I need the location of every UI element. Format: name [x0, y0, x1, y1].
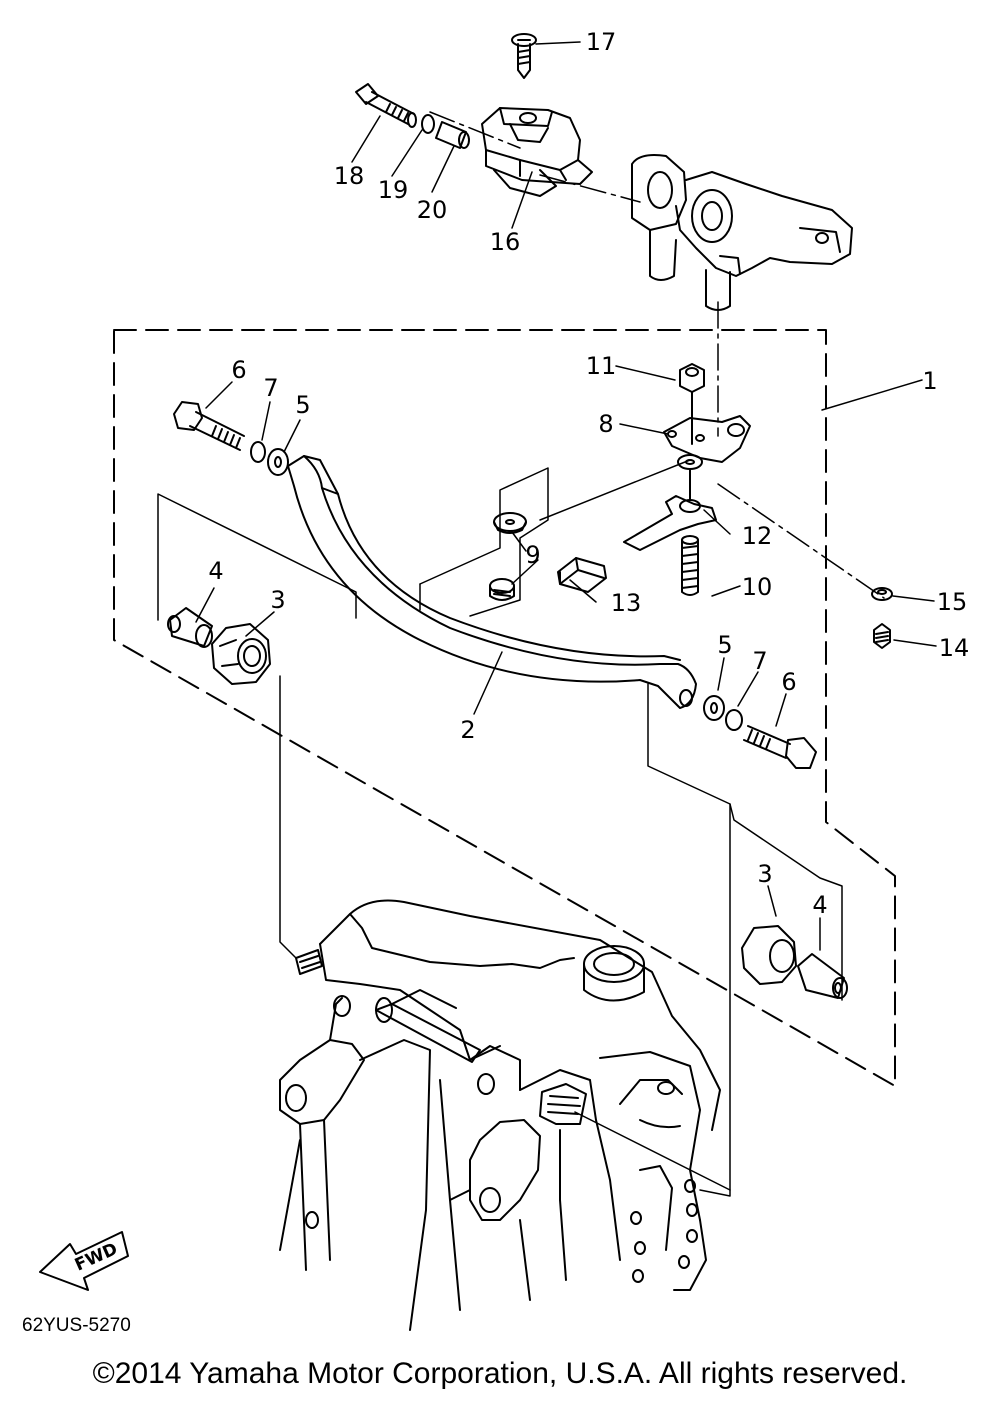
swivel-bracket: [279, 899, 721, 1331]
callout-14: 14: [938, 634, 970, 662]
callout-6-left: 6: [231, 356, 247, 384]
screw-17: [511, 33, 537, 79]
callout-6-right: 6: [781, 668, 797, 696]
leader-lines: [195, 41, 937, 951]
callout-4-left: 4: [208, 557, 224, 585]
callout-16: 16: [489, 228, 521, 256]
washer-7-right: [725, 709, 743, 731]
callout-9: 9: [525, 541, 541, 569]
callout-15: 15: [936, 588, 968, 616]
nut-3-right: [741, 925, 797, 985]
callout-1: 1: [922, 367, 938, 395]
callout-18: 18: [333, 162, 365, 190]
sleeve-4-left: [167, 607, 213, 648]
callout-7-left: 7: [263, 374, 279, 402]
washer-under-bracket: [677, 454, 703, 470]
copyright-notice: ©2014 Yamaha Motor Corporation, U.S.A. A…: [92, 1357, 908, 1390]
fwd-arrow-icon: FWD: [39, 1231, 129, 1291]
sleeve-4-right: [797, 953, 848, 999]
washer-15: [871, 587, 893, 601]
bolt-18: [355, 83, 417, 128]
callout-3-left: 3: [270, 586, 286, 614]
washer-5-right: [703, 695, 725, 721]
callout-10: 10: [741, 573, 773, 601]
callout-12: 12: [741, 522, 773, 550]
steering-bracket-2: [287, 455, 697, 709]
washer-7-left: [250, 441, 266, 463]
callout-20: 20: [416, 196, 448, 224]
collar-20: [435, 121, 470, 149]
steering-arm-casting: [631, 154, 853, 311]
nut-11: [679, 363, 705, 393]
callout-5-left: 5: [295, 391, 311, 419]
screw-14: [873, 623, 891, 649]
callout-11: 11: [585, 352, 617, 380]
connector-lines: [157, 459, 843, 1197]
bracket-8: [663, 391, 751, 463]
callout-4-right: 4: [812, 891, 828, 919]
callout-8: 8: [598, 410, 614, 438]
callout-2: 2: [460, 716, 476, 744]
callout-7-right: 7: [752, 647, 768, 675]
nut-3-left: [211, 623, 271, 685]
block-13: [557, 557, 607, 593]
callout-19: 19: [377, 176, 409, 204]
drawing-code: 62YUS-5270: [22, 1315, 131, 1336]
washer-19: [421, 114, 435, 134]
alignment-lines: [429, 111, 885, 599]
washer-5-left: [267, 448, 289, 476]
grommet-9-upper: [493, 512, 527, 534]
grommet-9-lower: [489, 578, 515, 601]
lever-plate-12: [623, 469, 717, 551]
callout-17: 17: [585, 28, 617, 56]
callout-3-right: 3: [757, 860, 773, 888]
bolt-6-right: [743, 725, 817, 769]
stud-10: [681, 535, 699, 596]
assembly-boundary: [113, 329, 896, 1087]
holder-bracket-16: [481, 107, 593, 197]
callout-5-right: 5: [717, 631, 733, 659]
callout-13: 13: [610, 589, 642, 617]
bolt-6-left: [173, 401, 245, 451]
